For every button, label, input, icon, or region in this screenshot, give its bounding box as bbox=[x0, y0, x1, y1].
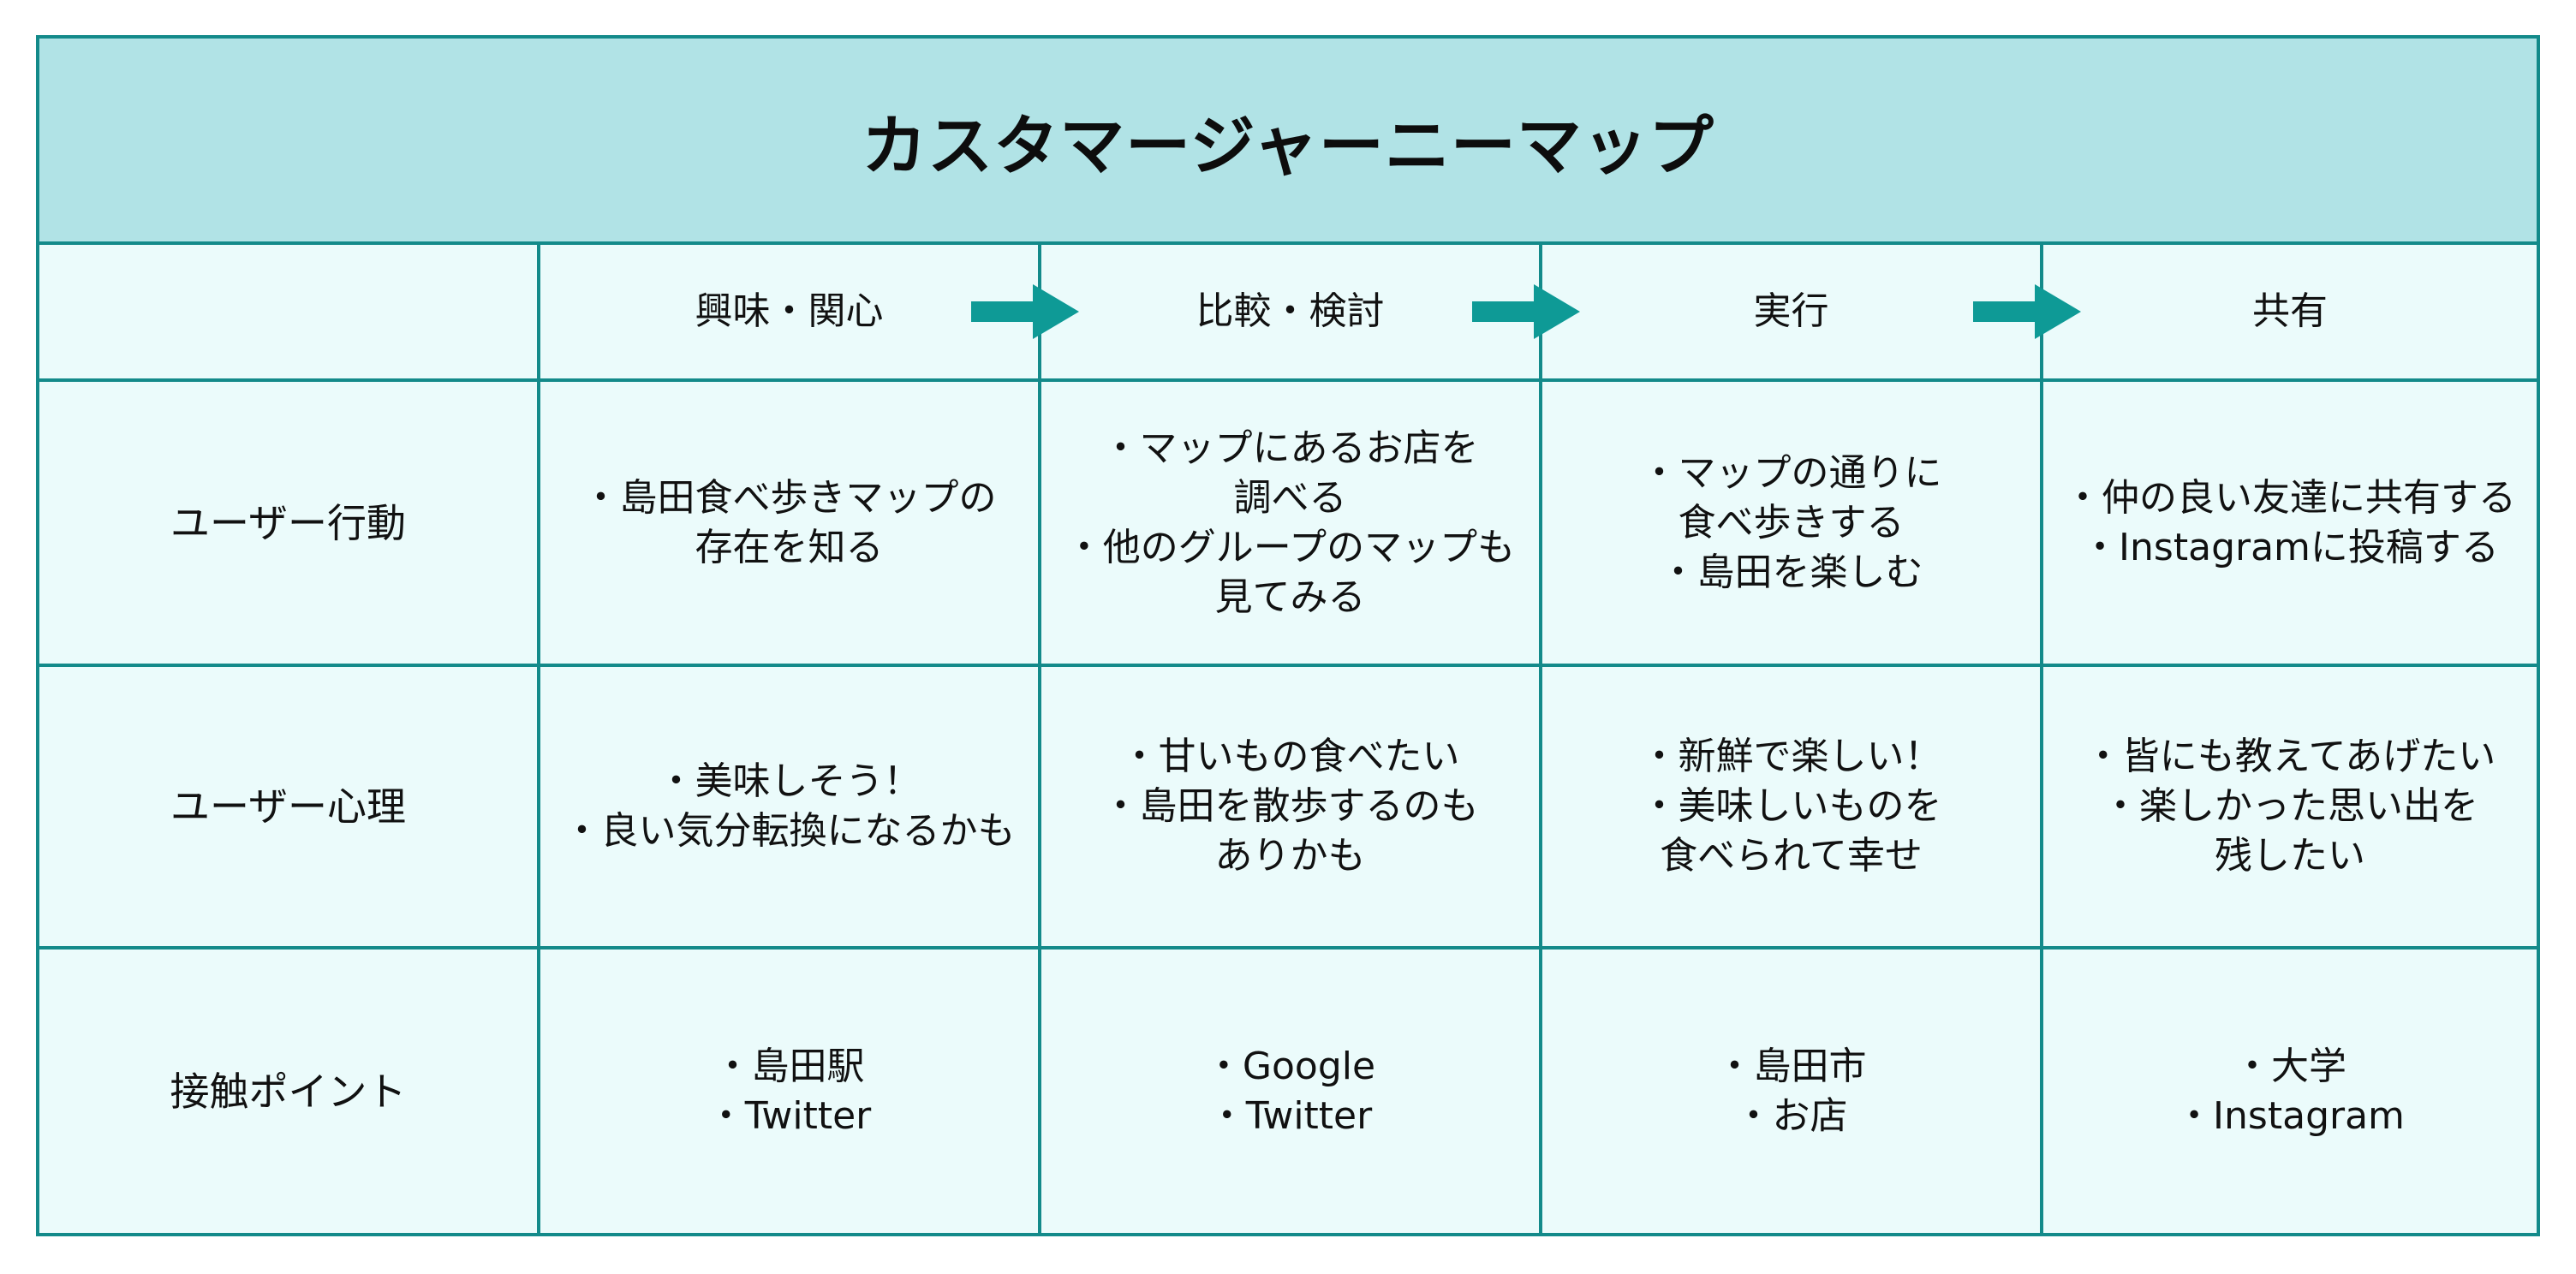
cell-text: ・皆にも教えてあげたい ・楽しかった思い出を 残したい bbox=[2084, 735, 2496, 878]
stage-label: 比較・検討 bbox=[1196, 289, 1385, 333]
stage-label: 実行 bbox=[1753, 289, 1829, 333]
cell-text: ・仲の良い友達に共有する ・Instagramに投稿する bbox=[2064, 475, 2516, 569]
row-label: ユーザー行動 bbox=[170, 499, 407, 546]
row-label-touchpoints: 接触ポイント bbox=[39, 950, 540, 1233]
table-cell: ・仲の良い友達に共有する ・Instagramに投稿する bbox=[2043, 382, 2537, 667]
corner-cell bbox=[39, 245, 540, 382]
row-label-psychology: ユーザー心理 bbox=[39, 667, 540, 950]
table-cell: ・大学 ・Instagram bbox=[2043, 950, 2537, 1233]
cell-text: ・島田食べ歩きマップの 存在を知る bbox=[581, 475, 997, 569]
table-cell: ・島田駅 ・Twitter bbox=[540, 950, 1041, 1233]
cell-text: ・大学 ・Instagram bbox=[2175, 1044, 2405, 1138]
stage-header-share: 共有 bbox=[2043, 245, 2537, 382]
cell-text: ・島田駅 ・Twitter bbox=[707, 1044, 872, 1138]
stage-label: 興味・関心 bbox=[695, 289, 884, 333]
cell-text: ・Google ・Twitter bbox=[1204, 1044, 1376, 1138]
table-cell: ・Google ・Twitter bbox=[1041, 950, 1542, 1233]
table-cell: ・マップにあるお店を 調べる ・他のグループのマップも 見てみる bbox=[1041, 382, 1542, 667]
row-label: ユーザー心理 bbox=[170, 783, 407, 830]
stage-header-compare: 比較・検討 bbox=[1041, 245, 1580, 382]
table-cell: ・マップの通りに 食べ歩きする ・島田を楽しむ bbox=[1542, 382, 2043, 667]
customer-journey-map: カスタマージャーニーマップ 興味・関心 比較・検討 実行 共有 ユーザー行動 ・… bbox=[36, 35, 2540, 1236]
cell-text: ・マップにあるお店を 調べる ・他のグループのマップも 見てみる bbox=[1064, 426, 1516, 619]
table-cell: ・美味しそう！ ・良い気分転換になるかも bbox=[540, 667, 1041, 950]
table-cell: ・甘いもの食べたい ・島田を散歩するのも ありかも bbox=[1041, 667, 1542, 950]
title-bar: カスタマージャーニーマップ bbox=[39, 39, 2537, 245]
stage-header-action: 実行 bbox=[1542, 245, 2081, 382]
table-cell: ・皆にも教えてあげたい ・楽しかった思い出を 残したい bbox=[2043, 667, 2537, 950]
table-cell: ・島田食べ歩きマップの 存在を知る bbox=[540, 382, 1041, 667]
table-cell: ・新鮮で楽しい！ ・美味しいものを 食べられて幸せ bbox=[1542, 667, 2043, 950]
cell-text: ・マップの通りに 食べ歩きする ・島田を楽しむ bbox=[1640, 450, 1942, 594]
cell-text: ・島田市 ・お店 bbox=[1715, 1044, 1867, 1138]
cell-text: ・甘いもの食べたい ・島田を散歩するのも ありかも bbox=[1101, 735, 1479, 878]
stage-header-interest: 興味・関心 bbox=[540, 245, 1079, 382]
cell-text: ・新鮮で楽しい！ ・美味しいものを 食べられて幸せ bbox=[1640, 735, 1942, 878]
table-cell: ・島田市 ・お店 bbox=[1542, 950, 2043, 1233]
stage-label: 共有 bbox=[2252, 289, 2328, 333]
cell-text: ・美味しそう！ ・良い気分転換になるかも bbox=[563, 759, 1016, 853]
right-arrow-icon bbox=[1472, 284, 1580, 339]
row-label-behavior: ユーザー行動 bbox=[39, 382, 540, 667]
right-arrow-icon bbox=[1973, 284, 2081, 339]
right-arrow-icon bbox=[971, 284, 1079, 339]
page-title: カスタマージャーニーマップ bbox=[862, 107, 1714, 184]
row-label: 接触ポイント bbox=[170, 1068, 407, 1115]
